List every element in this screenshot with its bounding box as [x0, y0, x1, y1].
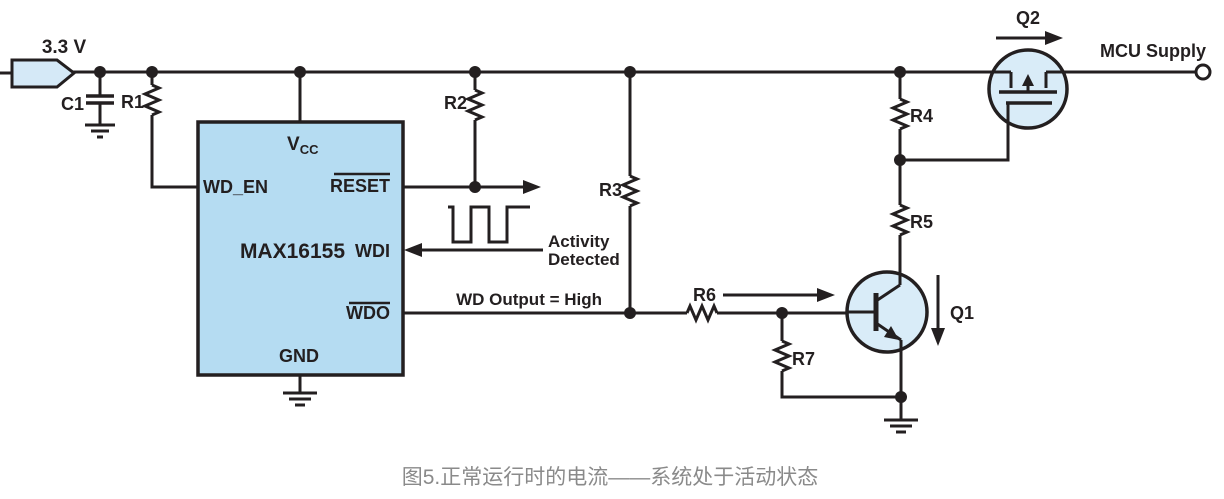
resistor-r5 [889, 160, 911, 285]
q1-label: Q1 [950, 303, 974, 323]
r4-label: R4 [910, 106, 933, 126]
wd-en-pin-label: WD_EN [203, 177, 268, 197]
r7-label: R7 [792, 349, 815, 369]
ic-part-number: MAX16155 [240, 240, 345, 263]
figure-caption: 图5.正常运行时的电流——系统处于活动状态 [402, 466, 819, 489]
gnd-pin-label: GND [279, 346, 319, 366]
ground-symbol-q1 [884, 418, 918, 434]
mcu-supply-label: MCU Supply [1100, 41, 1206, 61]
wdi-input-arrow [404, 243, 543, 257]
power-rail [0, 70, 1196, 122]
ground-symbol-c1 [85, 123, 115, 139]
q2-current-arrow [996, 31, 1063, 45]
resistor-r3 [619, 72, 641, 313]
vcc-pin-label: VCC [287, 134, 319, 157]
base-current-arrow [723, 288, 835, 302]
activity-detected-line2: Detected [548, 250, 620, 269]
r5-label: R5 [910, 212, 933, 232]
q1-current-arrow [931, 275, 945, 346]
activity-detected-line1: Activity [548, 232, 610, 251]
mcu-supply-terminal [1194, 63, 1212, 81]
q2-label: Q2 [1016, 8, 1040, 28]
r3-label: R3 [599, 180, 622, 200]
reset-pin-label: RESET [330, 176, 390, 196]
r2-label: R2 [444, 93, 467, 113]
active-low-overlines [334, 172, 390, 305]
resistor-r1 [141, 72, 198, 189]
junction-dots [94, 66, 907, 403]
r1-label: R1 [121, 92, 144, 112]
supply-voltage-label: 3.3 V [42, 37, 87, 58]
wdo-pin-label: WDO [346, 303, 390, 323]
pmos-transistor-symbol [900, 72, 1057, 162]
reset-output-arrow [403, 180, 541, 194]
wd-output-annotation: WD Output = High [456, 290, 602, 309]
ground-symbol-ic [283, 391, 317, 407]
wdi-pin-label: WDI [355, 241, 390, 261]
resistor-r2 [464, 72, 486, 187]
r6-label: R6 [693, 285, 716, 305]
ic-body [196, 120, 405, 377]
npn-transistor-symbol [847, 283, 903, 420]
supply-tag [10, 58, 77, 89]
c1-label: C1 [61, 94, 84, 114]
resistor-r4 [889, 72, 911, 160]
capacitor-c1 [86, 72, 114, 125]
watchdog-waveform [448, 205, 530, 244]
